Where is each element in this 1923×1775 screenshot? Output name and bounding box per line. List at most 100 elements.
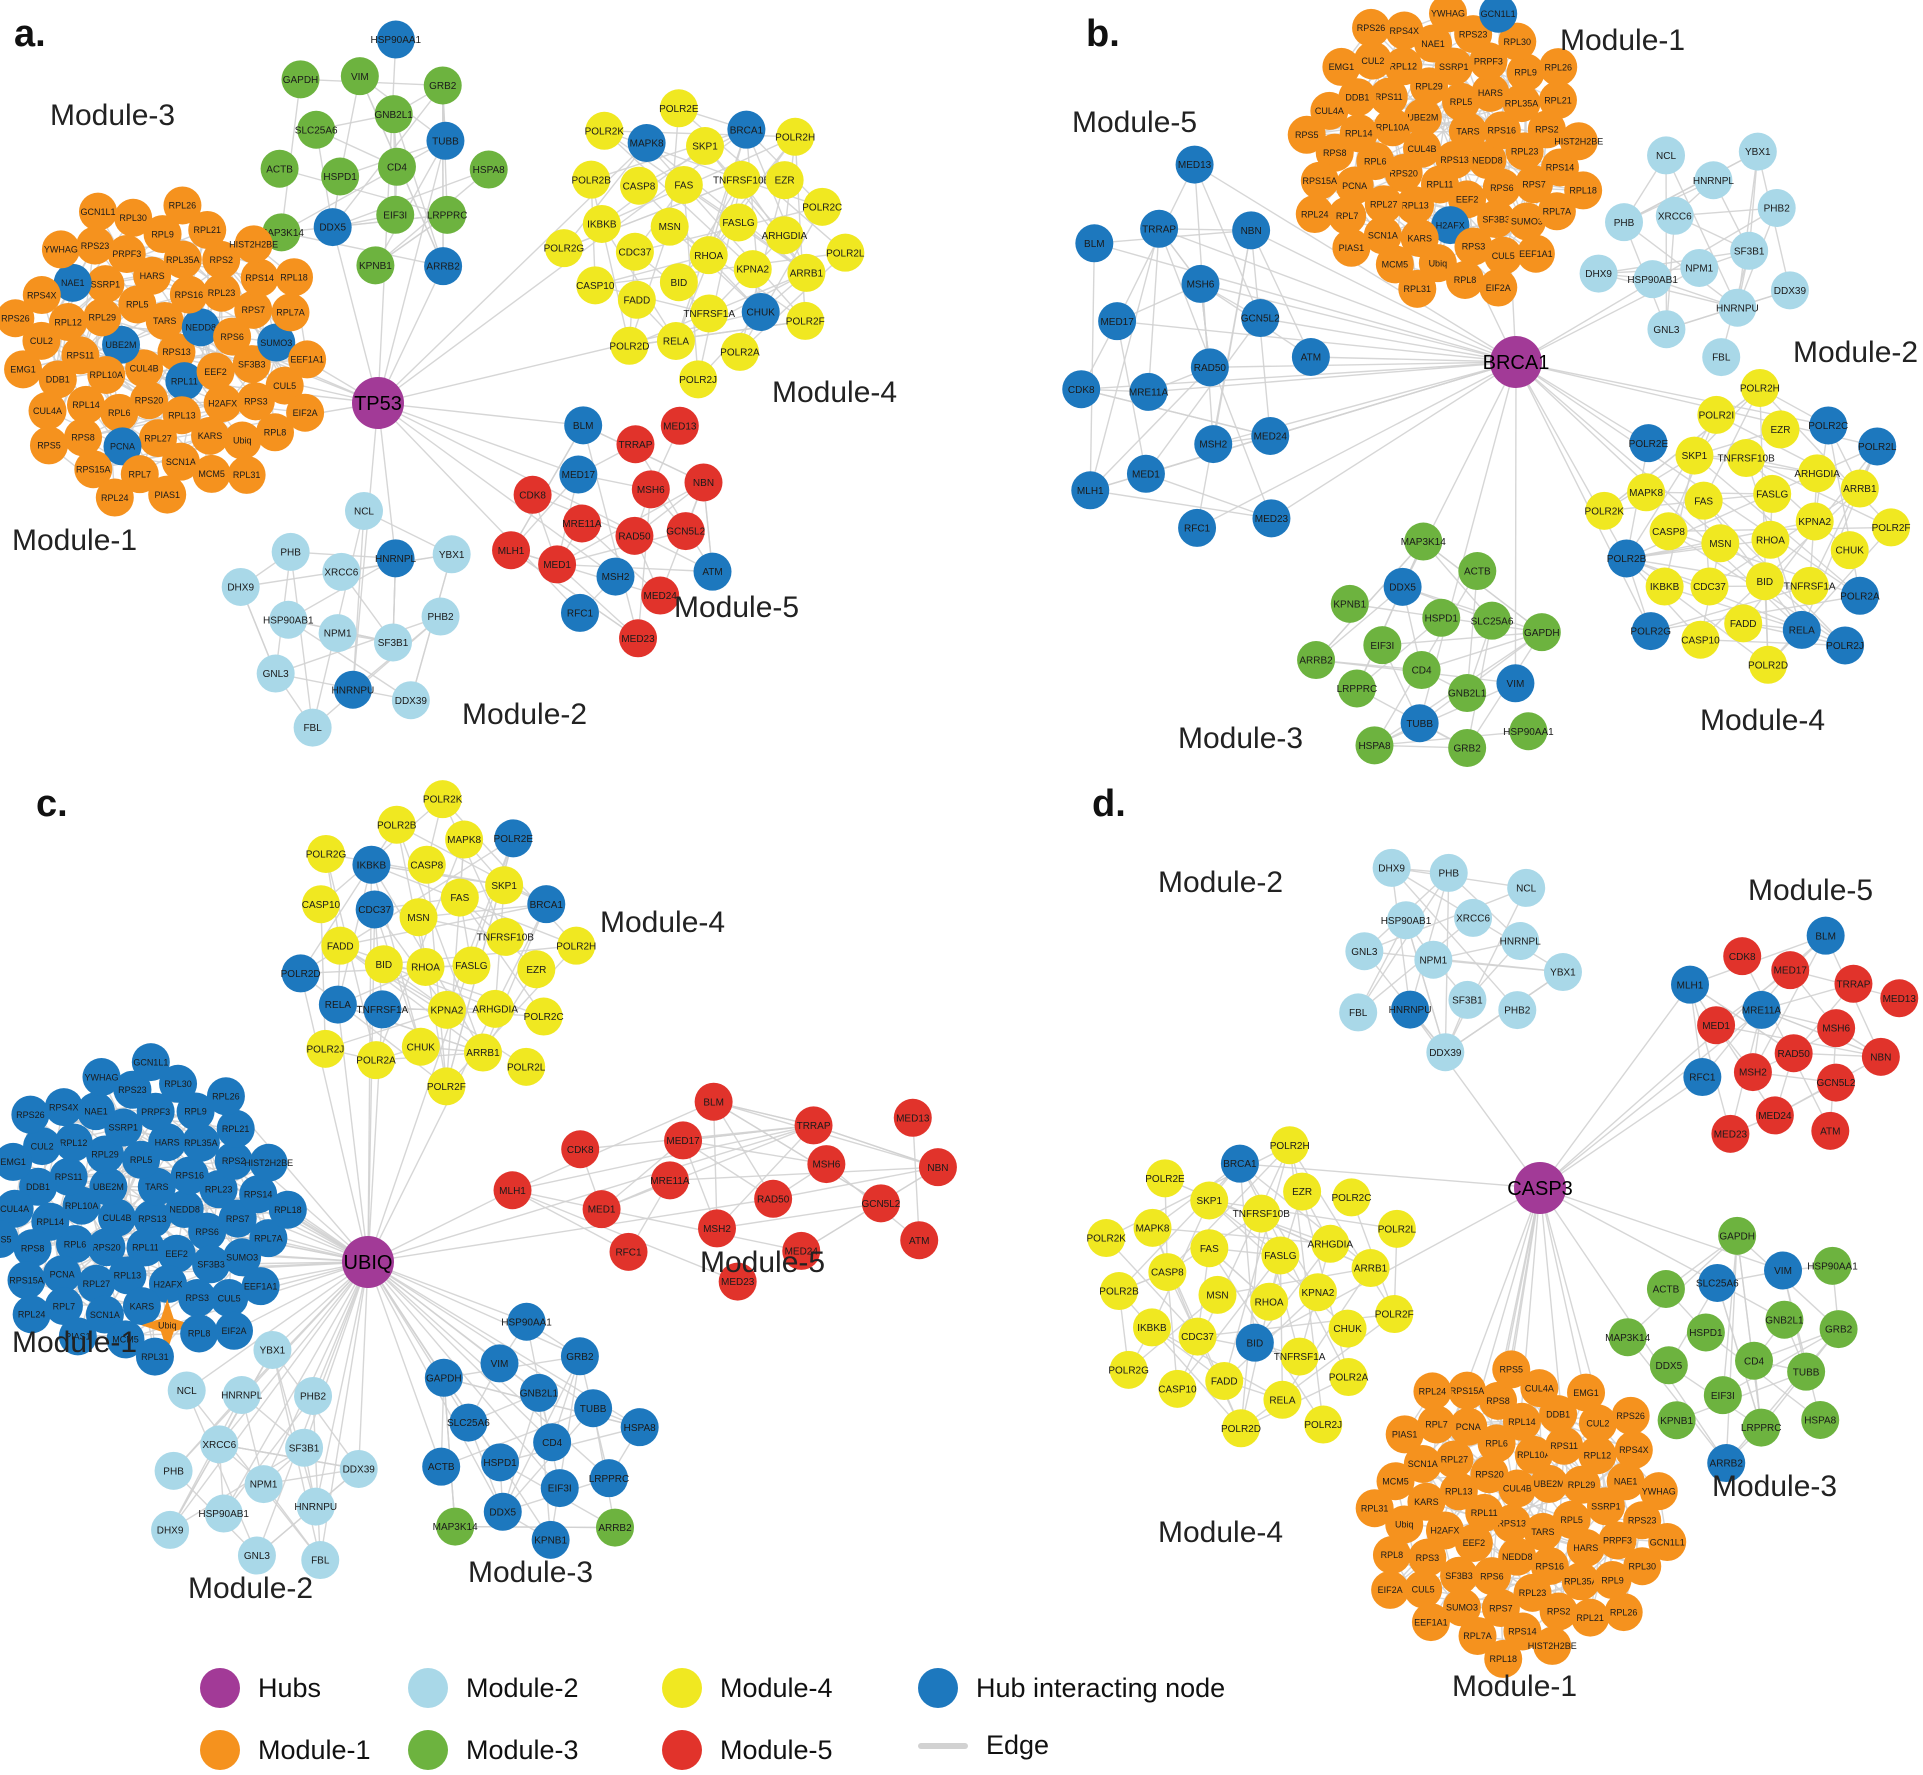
node-CUL5[interactable] (210, 1279, 249, 1318)
node-EIF3I[interactable] (1703, 1376, 1742, 1415)
node-EIF3I[interactable] (1363, 626, 1402, 665)
node-RPS3[interactable] (236, 382, 275, 421)
node-EEF1A1[interactable] (1411, 1603, 1450, 1642)
node-CASP10[interactable] (1158, 1369, 1197, 1408)
node-TUBB[interactable] (574, 1389, 613, 1428)
node-RPS14[interactable] (1541, 148, 1580, 187)
node-GNL3[interactable] (237, 1536, 276, 1575)
node-TUBB[interactable] (1787, 1352, 1826, 1391)
node-ACTB[interactable] (422, 1447, 461, 1486)
node-ARHGDIA[interactable] (765, 216, 804, 255)
node-RPL8[interactable] (1446, 260, 1485, 299)
node-GNB2L1[interactable] (374, 95, 413, 134)
node-FBL[interactable] (301, 1541, 340, 1580)
node-KPNA2[interactable] (427, 990, 466, 1029)
node-PIAS1[interactable] (148, 475, 187, 514)
node-RPS6[interactable] (1472, 1557, 1511, 1596)
node-GRB2[interactable] (560, 1337, 599, 1376)
node-RPS13[interactable] (133, 1199, 172, 1238)
node-POLR2B[interactable] (1100, 1272, 1139, 1311)
node-RPL8[interactable] (1372, 1536, 1411, 1575)
node-MRE11A[interactable] (1742, 990, 1781, 1029)
node-HIST2H2BE[interactable] (1533, 1626, 1572, 1665)
node-CUL5[interactable] (1404, 1570, 1443, 1609)
node-RPS23[interactable] (1623, 1501, 1662, 1540)
node-CDK8[interactable] (1062, 370, 1101, 409)
node-MAPK8[interactable] (1133, 1208, 1172, 1247)
node-GCN5L2[interactable] (1816, 1063, 1855, 1102)
node-VIM[interactable] (480, 1344, 519, 1383)
node-H2AFX[interactable] (148, 1265, 187, 1304)
node-POLR2C[interactable] (803, 187, 842, 226)
node-POLR2K[interactable] (1585, 491, 1624, 530)
node-TNFRSF1A[interactable] (1280, 1337, 1319, 1376)
node-MSH2[interactable] (697, 1209, 736, 1248)
node-ATM[interactable] (1291, 338, 1330, 377)
node-NBN[interactable] (918, 1148, 957, 1187)
node-DHX9[interactable] (1372, 848, 1411, 887)
node-GCN5L2[interactable] (666, 512, 705, 551)
node-CUL2[interactable] (23, 1127, 62, 1166)
node-POLR2D[interactable] (281, 954, 320, 993)
node-UBE2M[interactable] (102, 325, 141, 364)
node-NPM1[interactable] (1414, 940, 1453, 979)
node-DDB1[interactable] (1338, 78, 1377, 117)
node-ATM[interactable] (900, 1221, 939, 1260)
node-POLR2H[interactable] (1740, 368, 1779, 407)
node-CASP10[interactable] (576, 266, 615, 305)
node-KPNB1[interactable] (531, 1520, 570, 1559)
node-RPS5[interactable] (1287, 115, 1326, 154)
node-CASP8[interactable] (407, 845, 446, 884)
node-SF3B3[interactable] (232, 345, 271, 384)
node-Ubiq[interactable] (223, 421, 262, 460)
node-HIST2H2BE[interactable] (1559, 122, 1598, 161)
node-ACTB[interactable] (1458, 552, 1497, 591)
node-CUL4B[interactable] (98, 1198, 137, 1237)
node-CDC37[interactable] (355, 890, 394, 929)
node-PHB[interactable] (1605, 203, 1644, 242)
node-MED24[interactable] (1251, 416, 1290, 455)
node-ARRB2[interactable] (1297, 641, 1336, 680)
node-SUMO3[interactable] (1507, 202, 1546, 241)
node-RELA[interactable] (1782, 610, 1821, 649)
node-NBN[interactable] (1232, 211, 1271, 250)
node-CHUK[interactable] (1328, 1309, 1367, 1348)
node-POLR2E[interactable] (1146, 1159, 1185, 1198)
node-YBX1[interactable] (1543, 953, 1582, 992)
node-RPL29[interactable] (83, 298, 122, 337)
node-NBN[interactable] (684, 463, 723, 502)
node-POLR2G[interactable] (306, 834, 345, 873)
node-RPS5[interactable] (1492, 1350, 1531, 1389)
node-HSP90AA1[interactable] (507, 1302, 546, 1341)
node-MSH6[interactable] (631, 470, 670, 509)
node-MAPK8[interactable] (1627, 473, 1666, 512)
node-RPS6[interactable] (213, 317, 252, 356)
node-LRPPRC[interactable] (1337, 669, 1376, 708)
node-RAD50[interactable] (615, 516, 654, 555)
node-MAP3K14[interactable] (1404, 522, 1443, 561)
node-RPL26[interactable] (1604, 1593, 1643, 1632)
node-GCN1L1[interactable] (1648, 1523, 1687, 1562)
hub-node-BRCA1[interactable] (1490, 336, 1542, 388)
node-HSP90AA1[interactable] (376, 20, 415, 59)
node-TNFRSF1A[interactable] (363, 990, 402, 1029)
node-CASP8[interactable] (1649, 512, 1688, 551)
node-HSP90AB1[interactable] (1633, 260, 1672, 299)
node-POLR2A[interactable] (357, 1041, 396, 1080)
node-SUMO3[interactable] (257, 323, 296, 362)
node-POLR2K[interactable] (1087, 1219, 1126, 1258)
node-H2AFX[interactable] (203, 384, 242, 423)
node-RPL24[interactable] (12, 1295, 51, 1334)
node-SF3B1[interactable] (285, 1428, 324, 1467)
node-POLR2J[interactable] (1826, 626, 1865, 665)
node-HSP90AB1[interactable] (269, 600, 308, 639)
node-MED17[interactable] (664, 1121, 703, 1160)
node-Ubiq[interactable] (1418, 244, 1457, 283)
node-MSH6[interactable] (1817, 1009, 1856, 1048)
node-SSRP1[interactable] (104, 1108, 143, 1147)
node-RPL31[interactable] (135, 1337, 174, 1376)
node-ACTB[interactable] (1646, 1270, 1685, 1309)
node-MED17[interactable] (559, 455, 598, 494)
node-POLR2A[interactable] (720, 332, 759, 371)
node-BRCA1[interactable] (1220, 1144, 1259, 1183)
